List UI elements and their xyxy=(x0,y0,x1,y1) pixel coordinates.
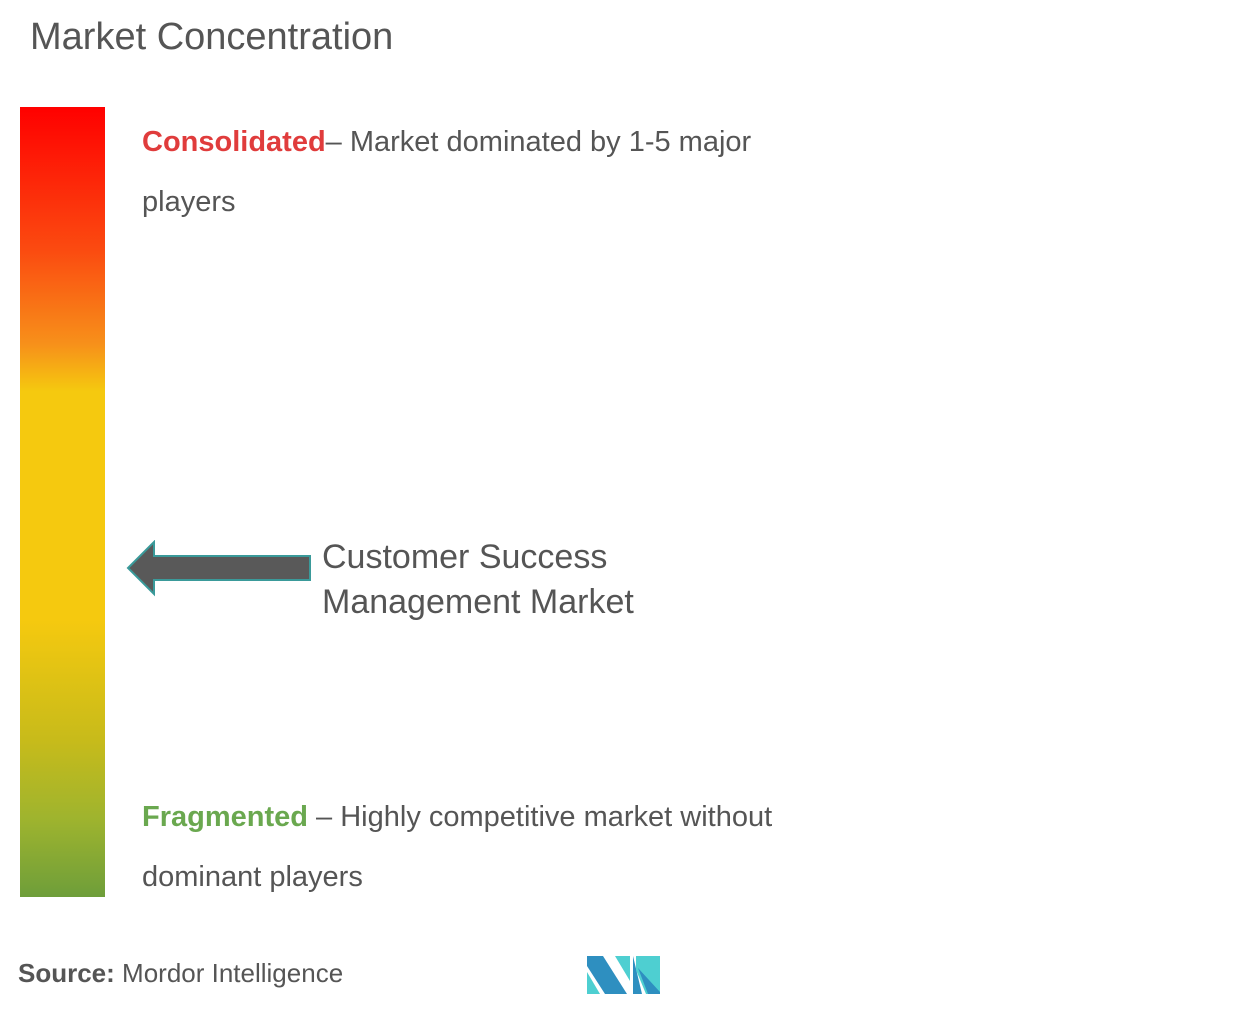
source-label: Source: xyxy=(18,958,115,988)
page-title: Market Concentration xyxy=(30,16,394,58)
fragmented-description: Fragmented – Highly competitive market w… xyxy=(142,787,842,907)
consolidated-description: Consolidated– Market dominated by 1-5 ma… xyxy=(142,112,842,232)
fragmented-label: Fragmented xyxy=(142,801,308,833)
consolidated-label: Consolidated xyxy=(142,126,326,158)
source-credit: Source: Mordor Intelligence xyxy=(18,958,343,989)
source-value: Mordor Intelligence xyxy=(114,958,344,988)
concentration-gradient-bar xyxy=(20,107,105,897)
fragmented-text: – Highly competitive market without domi… xyxy=(142,801,773,893)
arrow-left-icon xyxy=(126,540,311,597)
market-name: Customer Success Management Market xyxy=(322,538,634,621)
consolidated-text: – Market dominated by 1-5 major players xyxy=(142,126,752,218)
mordor-intelligence-logo-icon xyxy=(587,956,660,994)
